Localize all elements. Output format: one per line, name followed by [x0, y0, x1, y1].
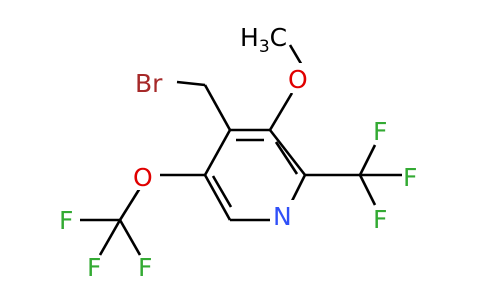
- bond-c6-c5-inner: [211, 175, 233, 208]
- methyl-c: C: [270, 23, 287, 52]
- bond-c5-c4: [203, 129, 232, 176]
- methoxy-oxygen-label: O: [288, 65, 308, 94]
- cf3-fluorine-bottom-label: F: [373, 205, 387, 234]
- methyl-subscript: 3: [259, 37, 270, 57]
- bond-cf3-f-bottom: [358, 174, 377, 206]
- bond-c4-ch2: [203, 84, 232, 131]
- atom-labels: Br H3C O O N F F F F F F: [59, 23, 417, 282]
- bond-o-cf3: [118, 187, 142, 221]
- pyridine-nitrogen-label: N: [273, 202, 292, 231]
- ocf3-fluorine-bottom-label: F: [87, 253, 101, 282]
- ocf3-fluorine-left-label: F: [59, 206, 73, 235]
- bond-c3-o: [268, 92, 294, 131]
- label-backgrounds: [130, 63, 309, 230]
- bond-c6-c5: [203, 174, 232, 221]
- methyl-h: H: [240, 23, 259, 52]
- bond-c3-c2-inner: [274, 141, 299, 175]
- cf3-fluorine-right-label: F: [403, 163, 417, 192]
- bond-ocf3-f-bottom: [98, 219, 122, 256]
- ocf3-oxygen-label: O: [133, 163, 153, 192]
- bond-c3-c2: [268, 129, 307, 176]
- ocf3-fluorine-right-label: F: [138, 253, 152, 282]
- bromine-label: Br: [135, 69, 163, 98]
- bond-ocf3-f-right: [118, 219, 142, 256]
- methyl-label: H3C: [240, 23, 287, 57]
- cf3-fluorine-top-label: F: [373, 117, 387, 146]
- bond-cf3-f-top: [358, 144, 377, 176]
- bond-ch2-br: [176, 80, 206, 87]
- bonds: [80, 44, 402, 256]
